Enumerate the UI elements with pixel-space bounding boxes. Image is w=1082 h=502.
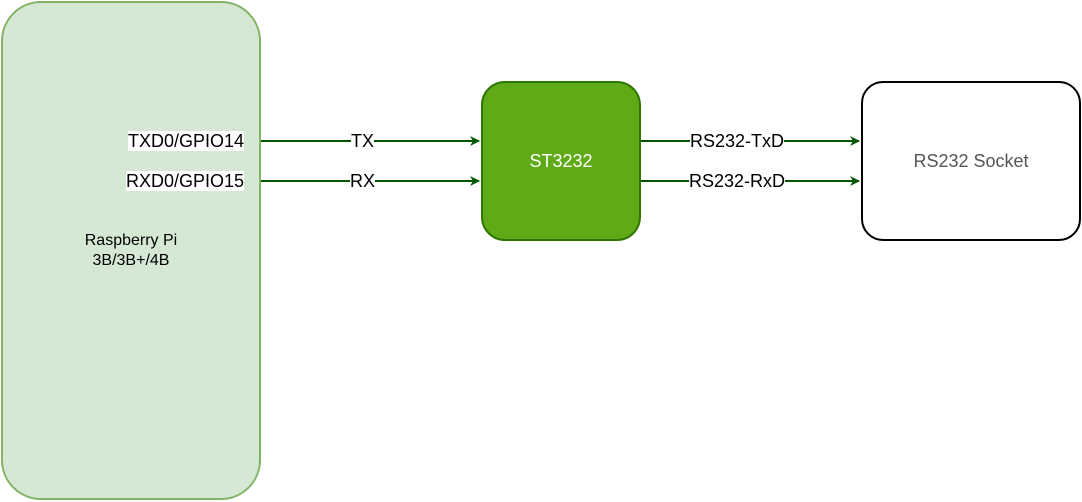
rs232-rxd-edge-label: RS232-RxD — [689, 171, 786, 191]
rs232-txd-edge-label: RS232-TxD — [690, 131, 785, 151]
raspberry-pi-model-label: 3B/3B+/4B — [92, 251, 170, 269]
tx-edge-label: TX — [351, 131, 375, 151]
rs232-socket-label: RS232 Socket — [913, 150, 1029, 171]
st3232-label: ST3232 — [529, 150, 593, 171]
txd-pin-label: TXD0/GPIO14 — [128, 131, 245, 151]
raspberry-pi-label: Raspberry Pi — [84, 231, 178, 249]
rx-edge-label: RX — [350, 171, 376, 191]
raspberry-pi-block: Raspberry Pi 3B/3B+/4B — [1, 1, 261, 500]
st3232-block: ST3232 — [481, 81, 641, 241]
rxd-pin-label: RXD0/GPIO15 — [126, 171, 245, 191]
rs232-socket-block: RS232 Socket — [861, 81, 1081, 241]
